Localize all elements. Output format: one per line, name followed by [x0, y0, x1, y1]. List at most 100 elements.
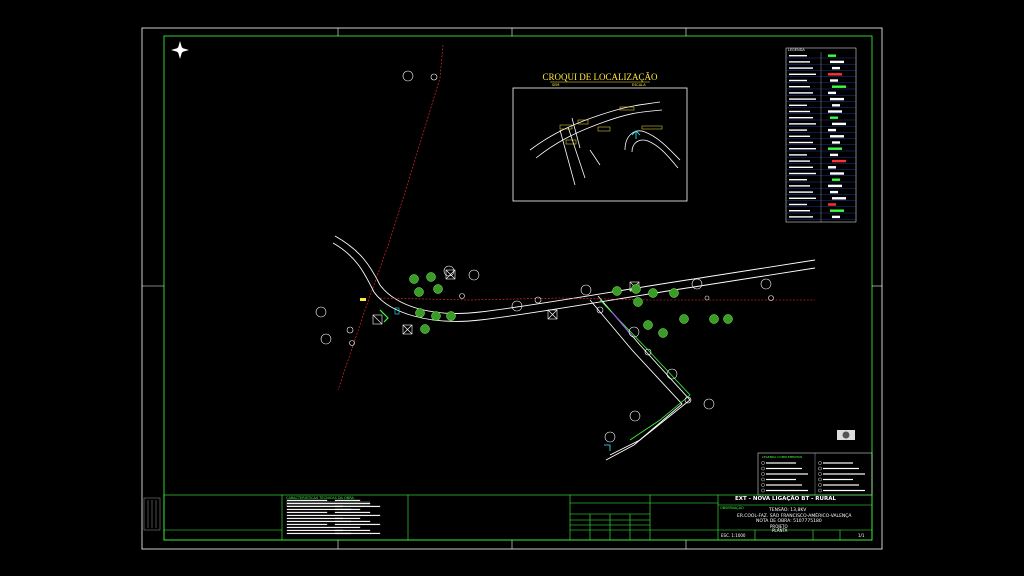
tech-line-right [334, 499, 361, 502]
tech-line-left [286, 514, 336, 517]
legend-row-symbol [832, 215, 840, 219]
legend-row-text [789, 79, 807, 82]
small-legend-text [766, 478, 796, 481]
croqui-box [512, 87, 688, 202]
legend-row-text [789, 86, 810, 88]
small-legend-symbol [818, 466, 822, 471]
legend-row-symbol [830, 135, 844, 138]
title-block [163, 494, 873, 541]
legend-table [785, 47, 857, 223]
legend-row-symbol [828, 203, 836, 206]
legend-row-text [789, 203, 807, 206]
tech-line-left [286, 523, 328, 526]
small-legend-symbol [818, 472, 822, 476]
legend-row-symbol [830, 116, 838, 119]
small-legend-text [766, 489, 808, 492]
legend-row-text [789, 123, 816, 125]
outer-frame [141, 27, 883, 550]
existing-network-line [337, 44, 815, 391]
legend-row-symbol [828, 147, 842, 150]
legend-row-text [789, 154, 807, 156]
tech-line-left [286, 502, 336, 505]
legend-row-symbol [830, 60, 844, 64]
legend-row-text [789, 191, 813, 193]
croqui-title: CROQUI DE LOCALIZAÇÃO [543, 72, 658, 82]
legend-row-symbol [832, 104, 840, 107]
tech-line-right [334, 514, 381, 517]
legend-row-text [789, 179, 807, 181]
legend-row-symbol [828, 73, 842, 76]
tech-line-right [334, 511, 371, 514]
road [332, 235, 816, 461]
tech-line-right [334, 529, 371, 532]
tech-line-right [334, 523, 381, 526]
legend-row-text [789, 135, 810, 137]
tech-line-right [334, 505, 381, 508]
legend-title: LEGENDA [788, 48, 805, 52]
legend-row-text [789, 117, 813, 119]
small-legend-symbol [818, 488, 822, 493]
legend-row-text [789, 148, 816, 150]
project-label: PROJETO [770, 524, 788, 529]
highlight-details [360, 298, 611, 451]
legend-row-symbol [832, 122, 846, 126]
small-legend-text [823, 484, 859, 486]
tech-line-left [286, 517, 344, 520]
legend-row-symbol [828, 54, 836, 57]
observation-label: OBSERVAÇÃO [720, 506, 744, 510]
legend-row-symbol [828, 110, 842, 113]
tech-line-left [286, 529, 344, 532]
legend-row-text [789, 92, 813, 94]
tech-line-left [286, 499, 328, 502]
legend-row-text [789, 172, 816, 175]
legend-row-symbol [830, 97, 844, 101]
legend-row-symbol [830, 153, 838, 157]
technical-characteristics-label: CARACTERÍSTICAS TÉCNICAS DA OBRA [286, 496, 354, 500]
legend-row-symbol [828, 166, 836, 169]
legend-row-text [789, 55, 807, 57]
croqui-map [529, 101, 681, 186]
legend-row-symbol [832, 85, 846, 88]
purple-segment [611, 311, 633, 337]
small-legend-symbol [761, 483, 765, 487]
company-logo-icon [837, 430, 855, 440]
plan-label: PLANTA [772, 528, 788, 533]
legend-row-symbol [828, 128, 836, 132]
small-legend-symbol [761, 488, 765, 493]
frame-ticks [142, 28, 882, 549]
poles [315, 70, 774, 443]
small-legend-text [823, 478, 853, 481]
tech-line-left [286, 511, 328, 514]
project-title: EXT - NOVA LIGAÇÃO BT - RURAL [735, 496, 837, 502]
small-legend-text [823, 489, 865, 492]
small-legend-symbol [818, 483, 822, 487]
small-legend-symbol [818, 461, 822, 465]
tech-line-right [334, 526, 361, 529]
croqui-labels [559, 106, 663, 145]
voltage-text: TENSÃO: 13,8KV [769, 508, 807, 513]
legend-row-symbol [830, 79, 838, 82]
location-text: ER.COOL-FAZ. SÃO FRANCISCO-AMÉRICO-VALEN… [737, 514, 852, 519]
small-legend-symbol [761, 461, 765, 465]
legend-row-symbol [832, 141, 840, 144]
small-legend-text [766, 473, 808, 475]
small-legend [757, 452, 873, 496]
tech-line-left [286, 526, 336, 529]
small-legend-text [823, 473, 865, 475]
small-legend-symbol [761, 466, 765, 471]
tech-line-right [334, 508, 361, 511]
legend-row-text [789, 73, 816, 75]
small-legend-symbol [761, 477, 765, 482]
legend-row-text [789, 104, 807, 106]
legend-row-text [789, 110, 810, 113]
legend-row-text [789, 210, 810, 212]
legend-row-text [789, 197, 816, 199]
legend-row-symbol [828, 91, 836, 95]
legend-row-symbol [828, 184, 842, 188]
small-legend-text [823, 462, 853, 464]
sheet-text: 1/1 [858, 533, 865, 538]
technical-characteristics-lines [286, 499, 381, 535]
legend-row-text [789, 129, 807, 131]
work-note-text: NOTA DE OBRA: 5107775180 [756, 519, 822, 524]
